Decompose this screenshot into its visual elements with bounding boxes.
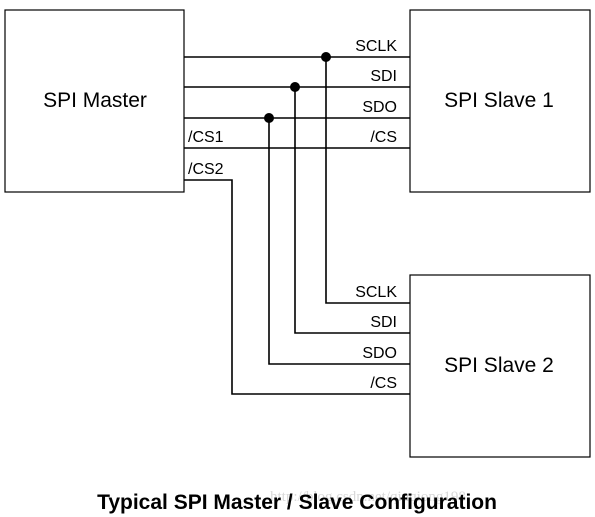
- watermark-text: http://blog.csdn.net/qiuqiong198: [270, 489, 466, 505]
- slave1-pin-sdi: SDI: [370, 68, 397, 85]
- junction-sclk: [321, 52, 331, 62]
- slave2-pin-sclk: SCLK: [355, 284, 397, 301]
- wire-sdi-slave2: [294, 87, 410, 334]
- junction-sdo: [264, 113, 274, 123]
- spi-slave-1-label: SPI Slave 1: [444, 89, 554, 112]
- spi-master-box: [4, 9, 185, 193]
- junction-sdi: [290, 82, 300, 92]
- spi-master-label: SPI Master: [43, 89, 147, 112]
- wire-cs2-slave2: [184, 179, 410, 395]
- slave2-pin-cs: /CS: [370, 375, 397, 392]
- slave2-pin-sdo: SDO: [362, 345, 397, 362]
- wire-sdo-slave2: [268, 118, 410, 365]
- spi-slave-2-box: [409, 274, 591, 458]
- slave1-pin-sdo: SDO: [362, 99, 397, 116]
- slave1-pin-cs: /CS: [370, 129, 397, 146]
- master-pin-cs1: /CS1: [188, 129, 224, 146]
- master-pin-cs2: /CS2: [188, 161, 224, 178]
- wire-sclk-slave2: [325, 57, 410, 304]
- spi-slave-2-label: SPI Slave 2: [444, 354, 554, 377]
- diagram-caption: Typical SPI Master / Slave Configuration: [97, 491, 497, 514]
- slave1-pin-sclk: SCLK: [355, 38, 397, 55]
- spi-slave-1-box: [409, 9, 591, 193]
- slave2-pin-sdi: SDI: [370, 314, 397, 331]
